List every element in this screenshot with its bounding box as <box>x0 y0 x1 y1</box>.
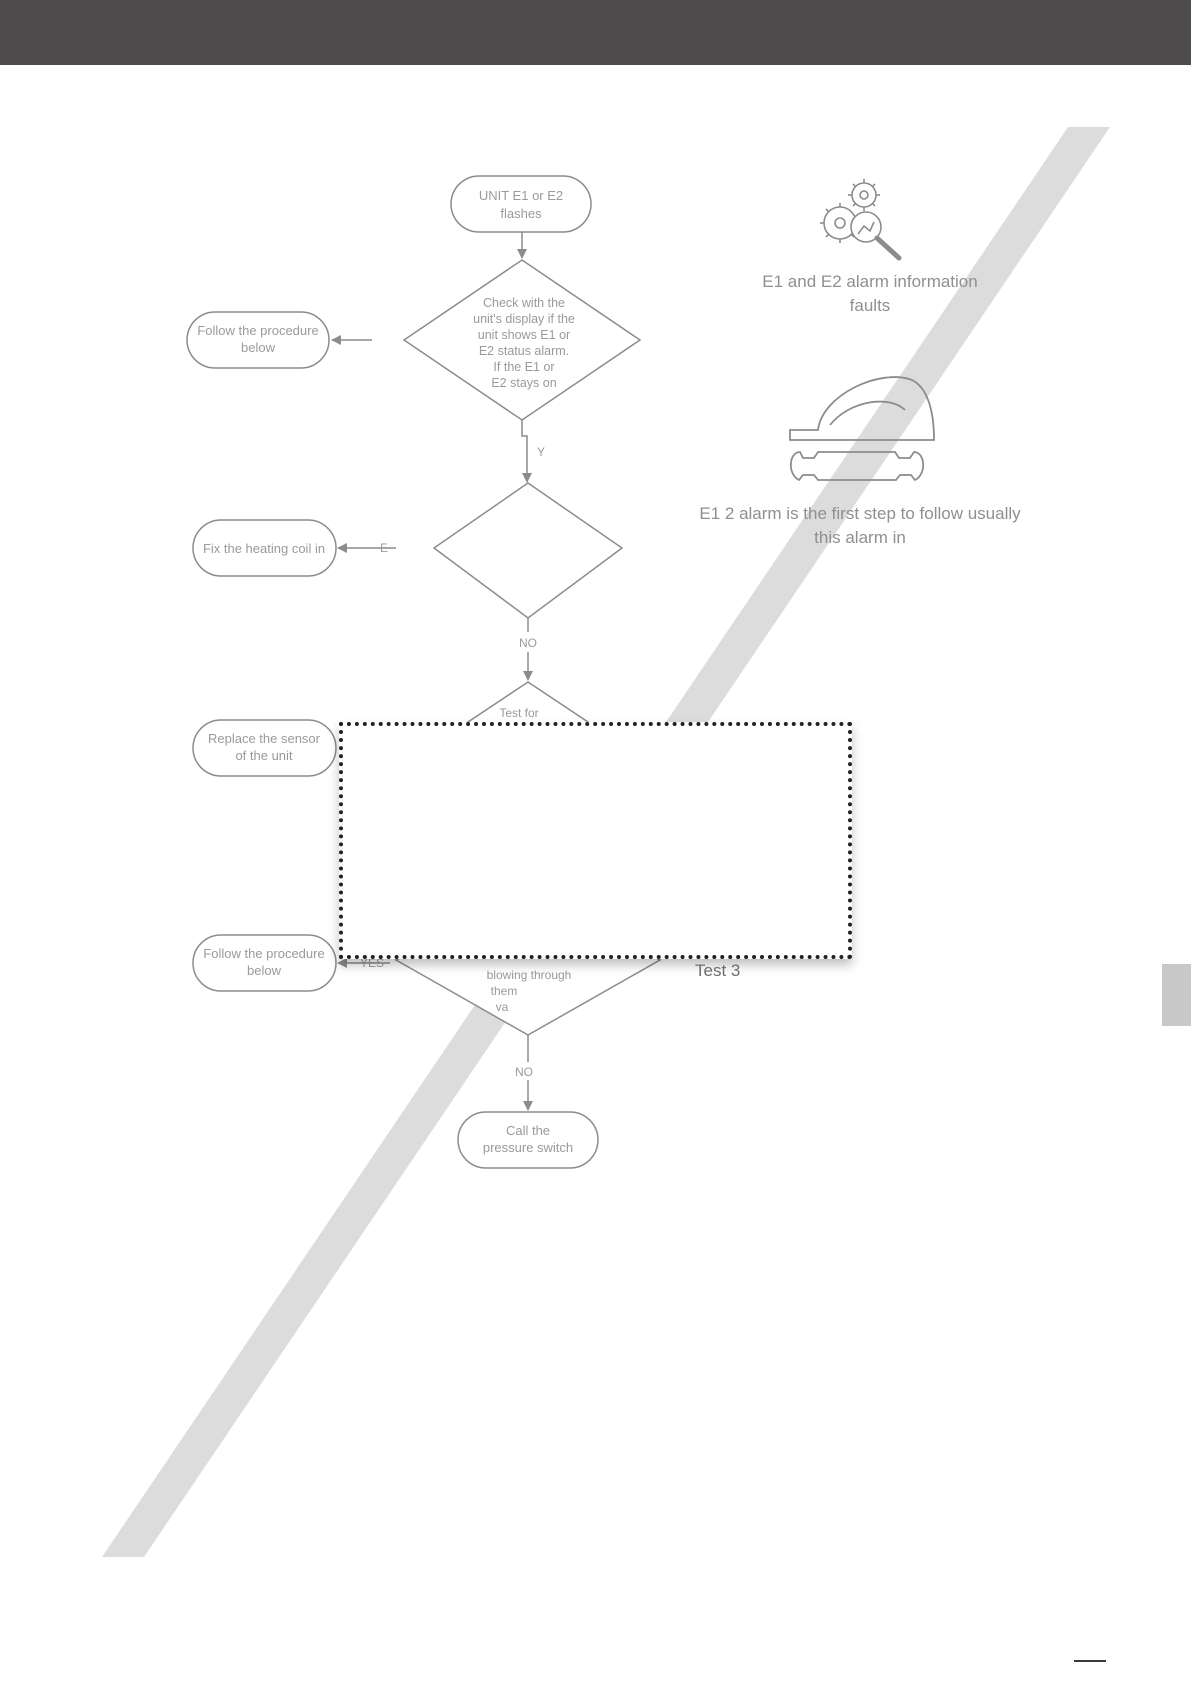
q1-text-5: If the E1 or <box>493 360 554 374</box>
header-bar <box>0 0 1191 65</box>
q1-left-text-1: Follow the procedure <box>197 323 318 338</box>
q3-left-text-1: Replace the sensor <box>208 731 321 746</box>
q3-left-text-2: of the unit <box>235 748 292 763</box>
end-node <box>457 1111 599 1169</box>
bottom-icon-caption: E1 2 alarm is the first step to follow u… <box>699 504 1021 547</box>
gears-magnifier-icon <box>820 179 902 261</box>
q2-down-label: NO <box>519 636 537 650</box>
q1-text-1: Check with the <box>483 296 565 310</box>
start-node <box>450 175 592 233</box>
page-number-rule <box>1074 1660 1106 1662</box>
test-label: Test 3 <box>695 961 741 980</box>
q4-left-text-1: Follow the procedure <box>203 946 324 961</box>
q3-left-node <box>192 719 337 777</box>
q2-left-text-1: Fix the heating coil in <box>203 541 325 556</box>
q1-text-3: unit shows E1 or <box>478 328 570 342</box>
top-icon-caption: E1 and E2 alarm information faults <box>762 272 978 315</box>
q4-text-2: them <box>491 984 518 998</box>
q4-text-1: blowing through <box>487 968 572 982</box>
q4-left-node <box>192 934 337 992</box>
end-text-2: pressure switch <box>483 1140 573 1155</box>
q1-down-label: Y <box>537 445 545 459</box>
q1-left-text-2: below <box>241 340 276 355</box>
q4-text-3: va <box>496 1000 509 1014</box>
decision-2 <box>432 482 624 619</box>
q2-yes-label: E <box>380 541 388 555</box>
q1-text-4: E2 status alarm. <box>479 344 569 358</box>
end-text-1: Call the <box>506 1123 550 1138</box>
q4-down-label: NO <box>515 1065 533 1079</box>
start-text-2: flashes <box>500 206 542 221</box>
q3-top-label: Test for <box>499 706 538 720</box>
q2-left-node <box>192 519 337 577</box>
q1-left-node <box>186 311 330 369</box>
q4-left-text-2: below <box>247 963 282 978</box>
side-tab[interactable] <box>1162 964 1191 1026</box>
q1-text-6: E2 stays on <box>491 376 556 390</box>
start-text-1: UNIT E1 or E2 <box>479 188 563 203</box>
q4-yes-label: YES <box>360 956 384 970</box>
q1-text-2: unit's display if the <box>473 312 575 326</box>
helmet-wrench-icon <box>789 376 935 482</box>
overlay-panel <box>339 722 852 959</box>
